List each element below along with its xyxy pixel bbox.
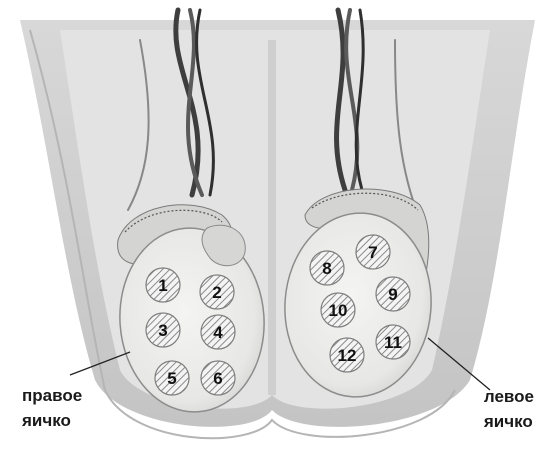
biopsy-site-1: 1 (146, 268, 180, 302)
biopsy-site-number: 5 (167, 369, 176, 388)
biopsy-site-6: 6 (201, 361, 235, 395)
biopsy-site-number: 9 (388, 285, 397, 304)
biopsy-site-12: 12 (330, 338, 364, 372)
biopsy-site-number: 10 (329, 301, 348, 320)
right-testis-caption: правое яичко (22, 383, 82, 433)
left-testis-caption: левое яичко (484, 384, 534, 434)
biopsy-site-2: 2 (200, 275, 234, 309)
biopsy-site-number: 7 (368, 243, 377, 262)
biopsy-site-11: 11 (376, 325, 410, 359)
biopsy-site-number: 3 (158, 321, 167, 340)
biopsy-site-4: 4 (201, 315, 235, 349)
biopsy-site-10: 10 (321, 293, 355, 327)
scrotum-outline (20, 20, 535, 438)
biopsy-site-number: 12 (338, 346, 357, 365)
left-testis-caption-line2: яичко (484, 409, 534, 434)
biopsy-site-number: 4 (213, 323, 223, 342)
left-testis-caption-line1: левое (484, 384, 534, 409)
biopsy-site-5: 5 (155, 361, 189, 395)
biopsy-site-8: 8 (310, 251, 344, 285)
biopsy-site-9: 9 (376, 277, 410, 311)
biopsy-site-number: 2 (212, 283, 221, 302)
right-testis-caption-line2: яичко (22, 408, 82, 433)
right-testis-caption-line1: правое (22, 383, 82, 408)
biopsy-site-number: 11 (384, 333, 402, 352)
biopsy-site-number: 1 (158, 276, 167, 295)
biopsy-site-number: 6 (213, 369, 222, 388)
biopsy-site-7: 7 (356, 235, 390, 269)
biopsy-site-3: 3 (146, 313, 180, 347)
biopsy-site-number: 8 (322, 259, 331, 278)
